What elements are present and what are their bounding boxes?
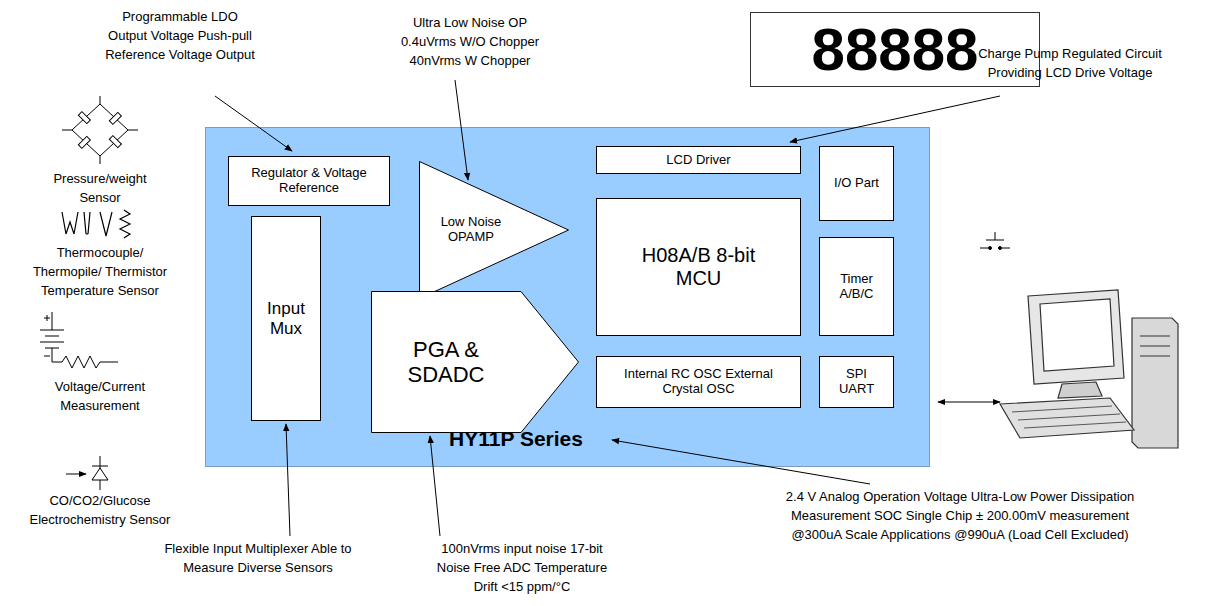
callout-wrapper: Pressure/weight Sensor xyxy=(40,170,160,208)
bridge-sensor-symbol xyxy=(62,96,138,164)
temperature-sensor-symbols xyxy=(62,212,78,234)
voltage-current-symbol xyxy=(44,315,50,356)
block-label: PGA & SDADC xyxy=(396,337,496,388)
callout-text: Thermocouple/ Thermopile/ Thermistor Tem… xyxy=(25,244,175,301)
callout-text: Flexible Input Multiplexer Able to Measu… xyxy=(153,540,363,578)
callout-wrapper: Ultra Low Noise OP 0.4uVrms W/O Chopper … xyxy=(395,14,545,71)
mcu-box-text-area: H08A/B 8-bit MCU xyxy=(597,199,800,335)
push-switch-symbol xyxy=(980,232,1010,250)
input-mux-box: Input Mux xyxy=(251,216,321,421)
timer-box: Timer A/B/C xyxy=(819,237,894,336)
io-port-box: I/O Part xyxy=(819,146,894,221)
chip-block-text-area: HY11P Series xyxy=(431,425,601,453)
bridge-sensor-symbol xyxy=(78,136,90,148)
computer-illustration xyxy=(1040,299,1114,371)
block-label: Low Noise OPAMP xyxy=(431,215,511,245)
callout-text: Ultra Low Noise OP 0.4uVrms W/O Chopper … xyxy=(395,14,545,71)
callout-text: CO/CO2/Glucose Electrochemistry Sensor xyxy=(25,492,175,530)
leader-arrows xyxy=(215,80,1000,536)
callout-text: 100nVrms input noise 17-bit Noise Free A… xyxy=(427,540,617,597)
callout-wrapper: Charge Pump Regulated Circuit Providing … xyxy=(950,45,1190,83)
opamp-triangle: Low Noise OPAMP xyxy=(419,161,569,299)
block-label: Timer A/B/C xyxy=(827,272,887,302)
regulator-box-text-area: Regulator & Voltage Reference xyxy=(229,157,389,205)
callout-wrapper: Thermocouple/ Thermopile/ Thermistor Tem… xyxy=(25,244,175,301)
push-switch-symbol xyxy=(999,247,1002,250)
computer-illustration xyxy=(1000,398,1134,438)
pga-adc-pentagon-text-area: PGA & SDADC xyxy=(371,291,521,433)
opamp-triangle-outline xyxy=(420,162,569,299)
bridge-sensor-symbol xyxy=(62,96,138,164)
computer-illustration xyxy=(1058,382,1102,398)
voltage-current-symbol xyxy=(40,312,118,368)
leader-arrows xyxy=(430,436,440,536)
callout-wrapper: 2.4 V Analog Operation Voltage Ultra-Low… xyxy=(770,488,1150,545)
serial-port-box-text-area: SPI UART xyxy=(820,357,893,407)
input-mux-box-text-area: Input Mux xyxy=(252,217,320,420)
chip-block: HY11P Series Regulator & Voltage Referenc… xyxy=(205,127,930,467)
leader-arrows xyxy=(455,80,468,180)
data-link-arrow xyxy=(938,401,1000,402)
computer-illustration xyxy=(1140,336,1170,356)
leader-arrows xyxy=(215,96,292,151)
callout-text: Voltage/Current Measurement xyxy=(40,378,160,416)
push-switch-symbol xyxy=(980,232,1010,248)
mcu-box: H08A/B 8-bit MCU xyxy=(596,198,801,336)
callout-text: Pressure/weight Sensor xyxy=(40,170,160,208)
chip-title: HY11P Series xyxy=(449,427,583,451)
lcd-driver-box-text-area: LCD Driver xyxy=(597,147,800,173)
block-label: Input Mux xyxy=(256,299,316,338)
callout-text: 2.4 V Analog Operation Voltage Ultra-Low… xyxy=(770,488,1150,545)
timer-box-text-area: Timer A/B/C xyxy=(820,238,893,335)
io-port-box-text-area: I/O Part xyxy=(820,147,893,220)
electrochemistry-sensor-symbol xyxy=(100,456,101,490)
computer-illustration xyxy=(1012,406,1126,428)
electrochemistry-sensor-symbol xyxy=(66,474,86,475)
oscillator-box: Internal RC OSC External Crystal OSC xyxy=(596,356,801,408)
voltage-current-symbol xyxy=(62,356,118,368)
block-label: Regulator & Voltage Reference xyxy=(229,166,389,196)
block-label: SPI UART xyxy=(837,367,877,397)
block-label: I/O Part xyxy=(834,176,879,191)
push-switch-symbol xyxy=(989,247,992,250)
block-label: H08A/B 8-bit MCU xyxy=(634,244,764,290)
regulator-box: Regulator & Voltage Reference xyxy=(228,156,390,206)
oscillator-box-text-area: Internal RC OSC External Crystal OSC xyxy=(597,357,800,407)
bridge-sensor-symbol xyxy=(78,112,90,124)
callout-text: Charge Pump Regulated Circuit Providing … xyxy=(950,45,1190,83)
computer-illustration xyxy=(1132,318,1178,448)
lcd-driver-box: LCD Driver xyxy=(596,146,801,174)
electrochemistry-sensor-symbol xyxy=(92,468,108,480)
serial-port-box: SPI UART xyxy=(819,356,894,408)
temperature-sensor-symbols xyxy=(100,212,112,236)
bridge-sensor-symbol xyxy=(109,112,121,124)
callout-text: Programmable LDO Output Voltage Push-pul… xyxy=(105,8,255,65)
callout-wrapper: CO/CO2/Glucose Electrochemistry Sensor xyxy=(25,492,175,530)
bridge-sensor-symbol xyxy=(72,104,128,156)
temperature-sensor-symbols xyxy=(84,212,90,234)
pga-adc-pentagon: PGA & SDADC xyxy=(371,291,579,433)
leader-arrows xyxy=(612,440,870,484)
temperature-sensor-symbols xyxy=(62,210,130,238)
bridge-sensor-symbol xyxy=(109,136,121,148)
leader-arrows xyxy=(286,424,290,536)
pga-adc-pentagon-outline xyxy=(372,292,579,433)
computer-illustration xyxy=(1000,290,1178,448)
opamp-triangle-text-area: Low Noise OPAMP xyxy=(425,161,517,299)
callout-wrapper: Flexible Input Multiplexer Able to Measu… xyxy=(153,540,363,578)
callout-wrapper: Voltage/Current Measurement xyxy=(40,378,160,416)
voltage-current-symbol xyxy=(40,312,64,362)
callout-wrapper: Programmable LDO Output Voltage Push-pul… xyxy=(105,8,255,65)
block-label: Internal RC OSC External Crystal OSC xyxy=(624,367,774,397)
electrochemistry-sensor-symbol xyxy=(92,466,108,467)
leader-arrows xyxy=(790,96,1000,142)
callout-wrapper: 100nVrms input noise 17-bit Noise Free A… xyxy=(427,540,617,597)
block-label: LCD Driver xyxy=(666,153,730,168)
block-label: 88888 xyxy=(812,15,979,84)
temperature-sensor-symbols xyxy=(120,210,130,238)
computer-illustration xyxy=(1028,290,1124,384)
electrochemistry-sensor-symbol xyxy=(66,456,108,490)
